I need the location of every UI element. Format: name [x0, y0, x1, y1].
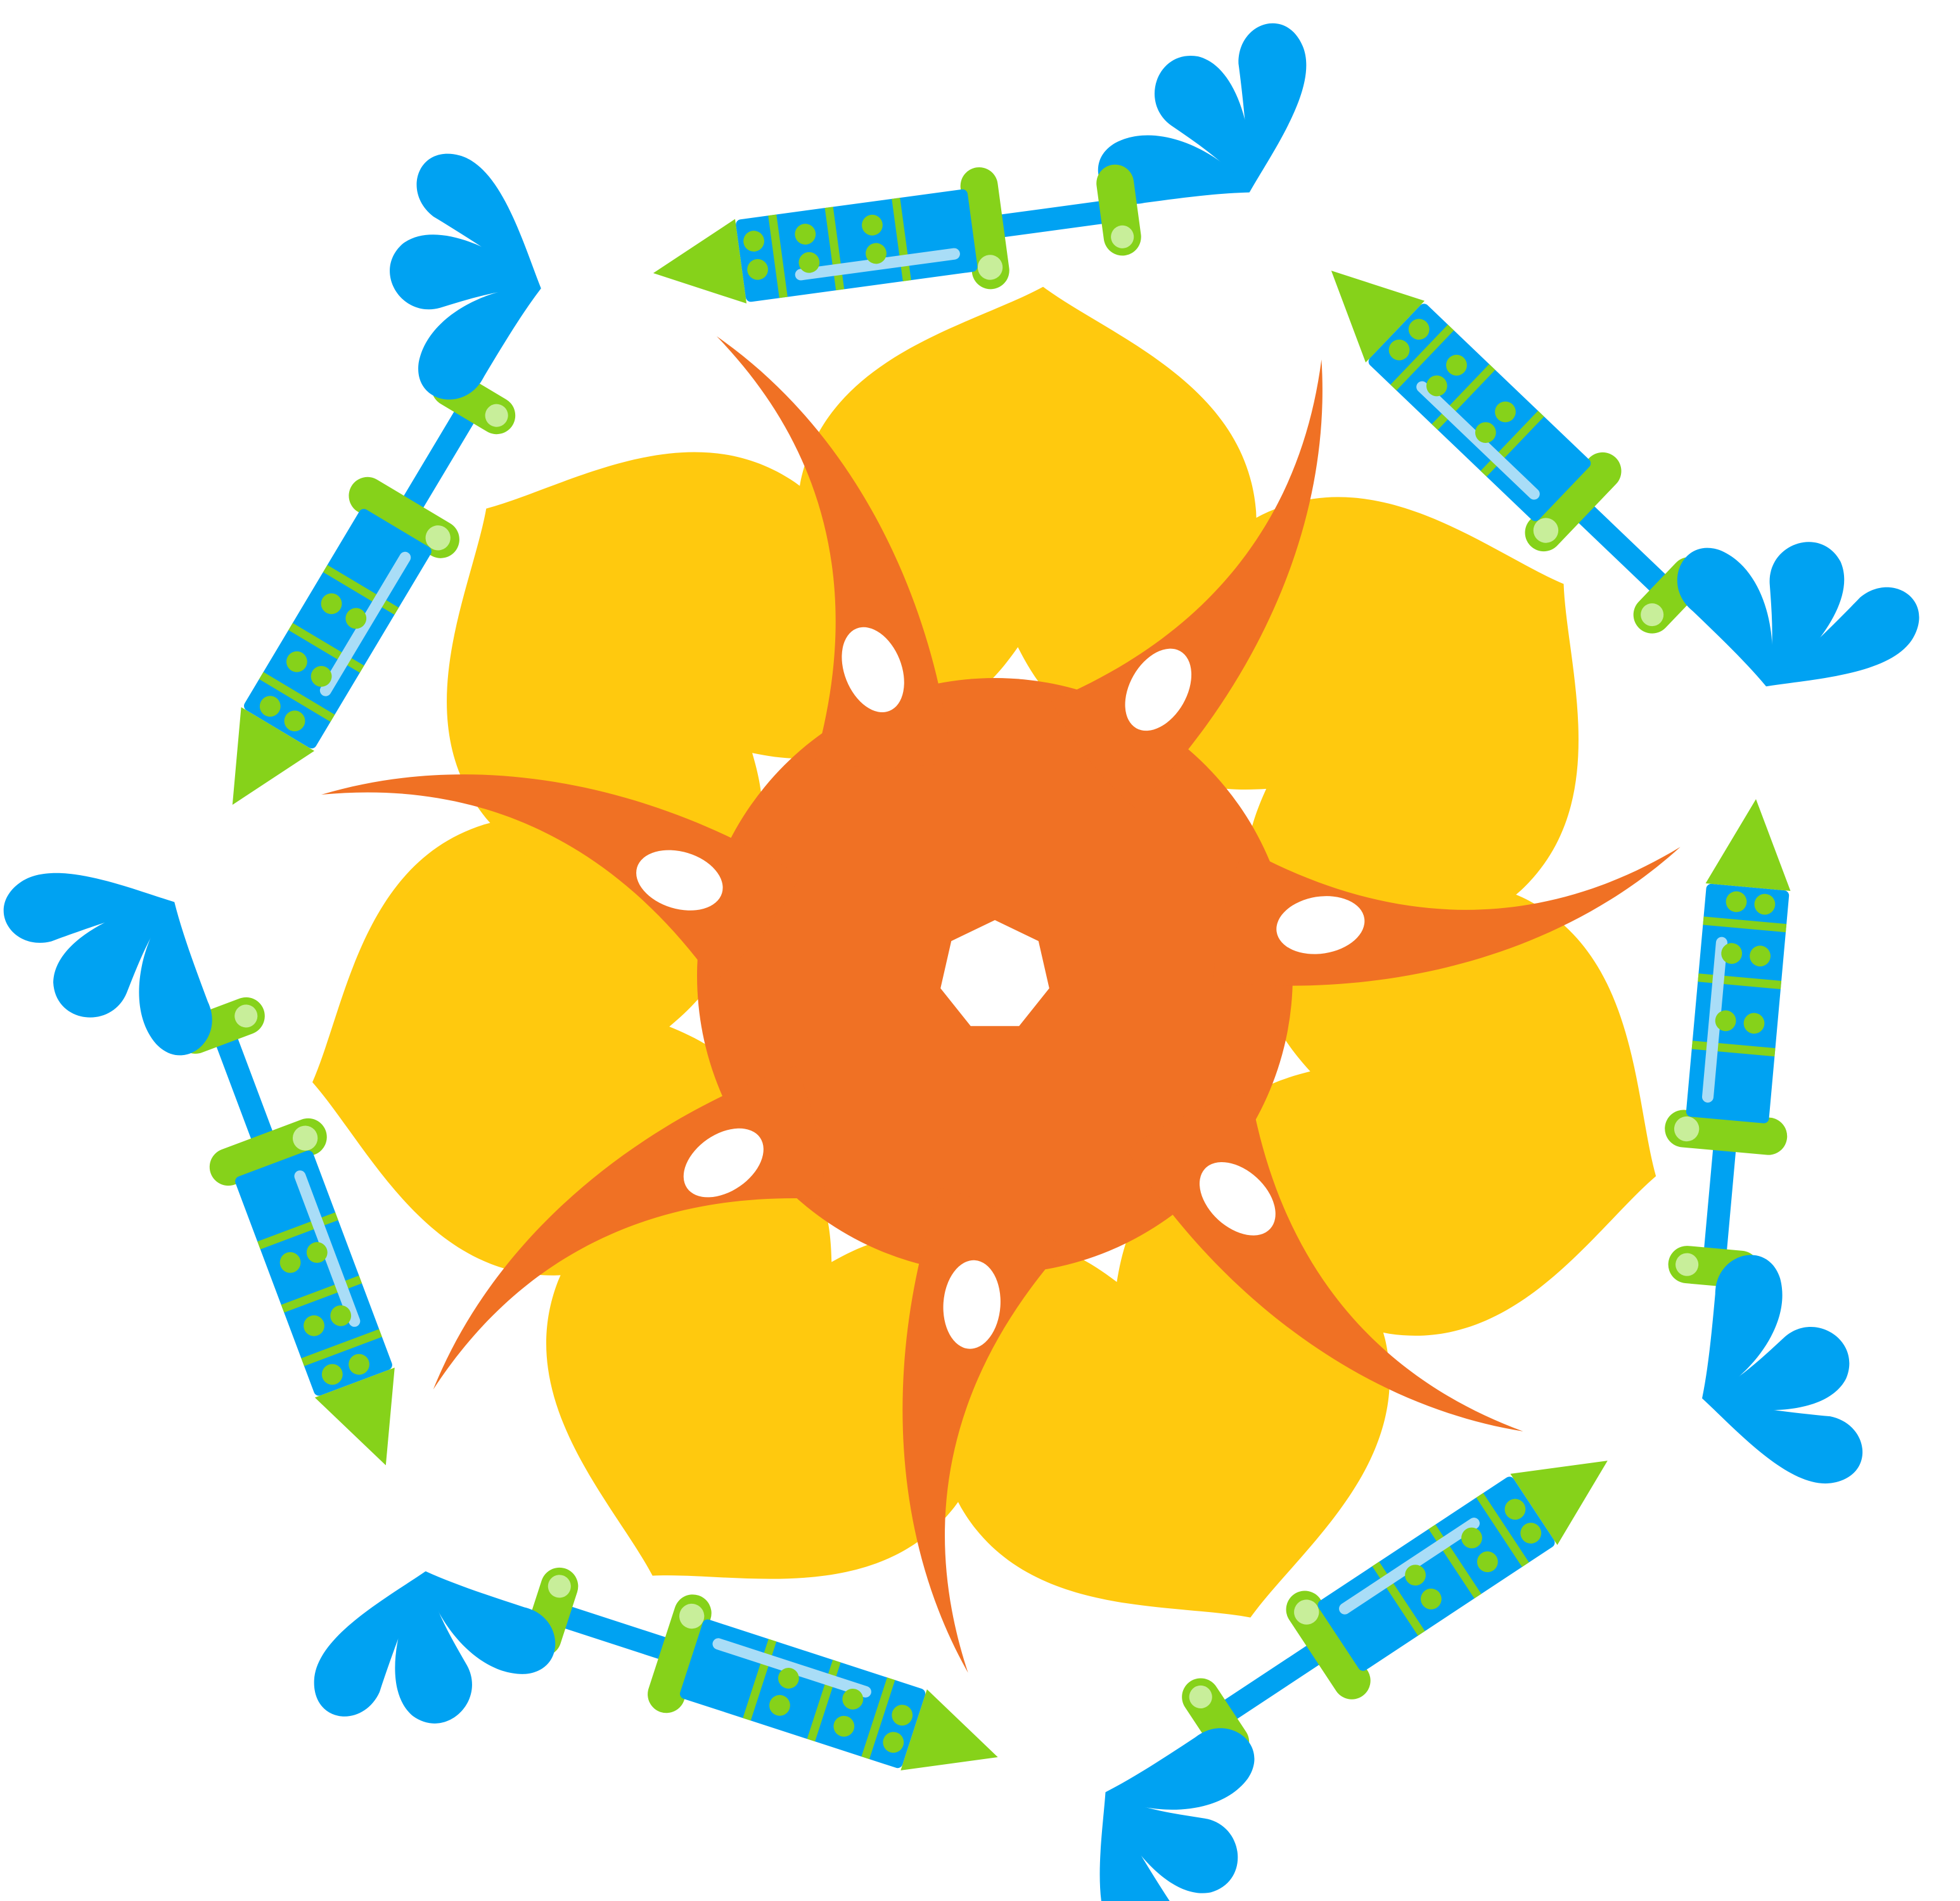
center-hole [940, 920, 1049, 1027]
petal-gap [943, 1260, 1001, 1349]
petal-gap [1200, 1162, 1276, 1236]
petal-gap [1276, 896, 1365, 954]
petal-gap [683, 1128, 764, 1198]
petal-gap [636, 850, 723, 911]
petal-gap [1125, 648, 1192, 731]
petal-gap [842, 627, 904, 713]
sun-flower [277, 271, 1723, 1703]
